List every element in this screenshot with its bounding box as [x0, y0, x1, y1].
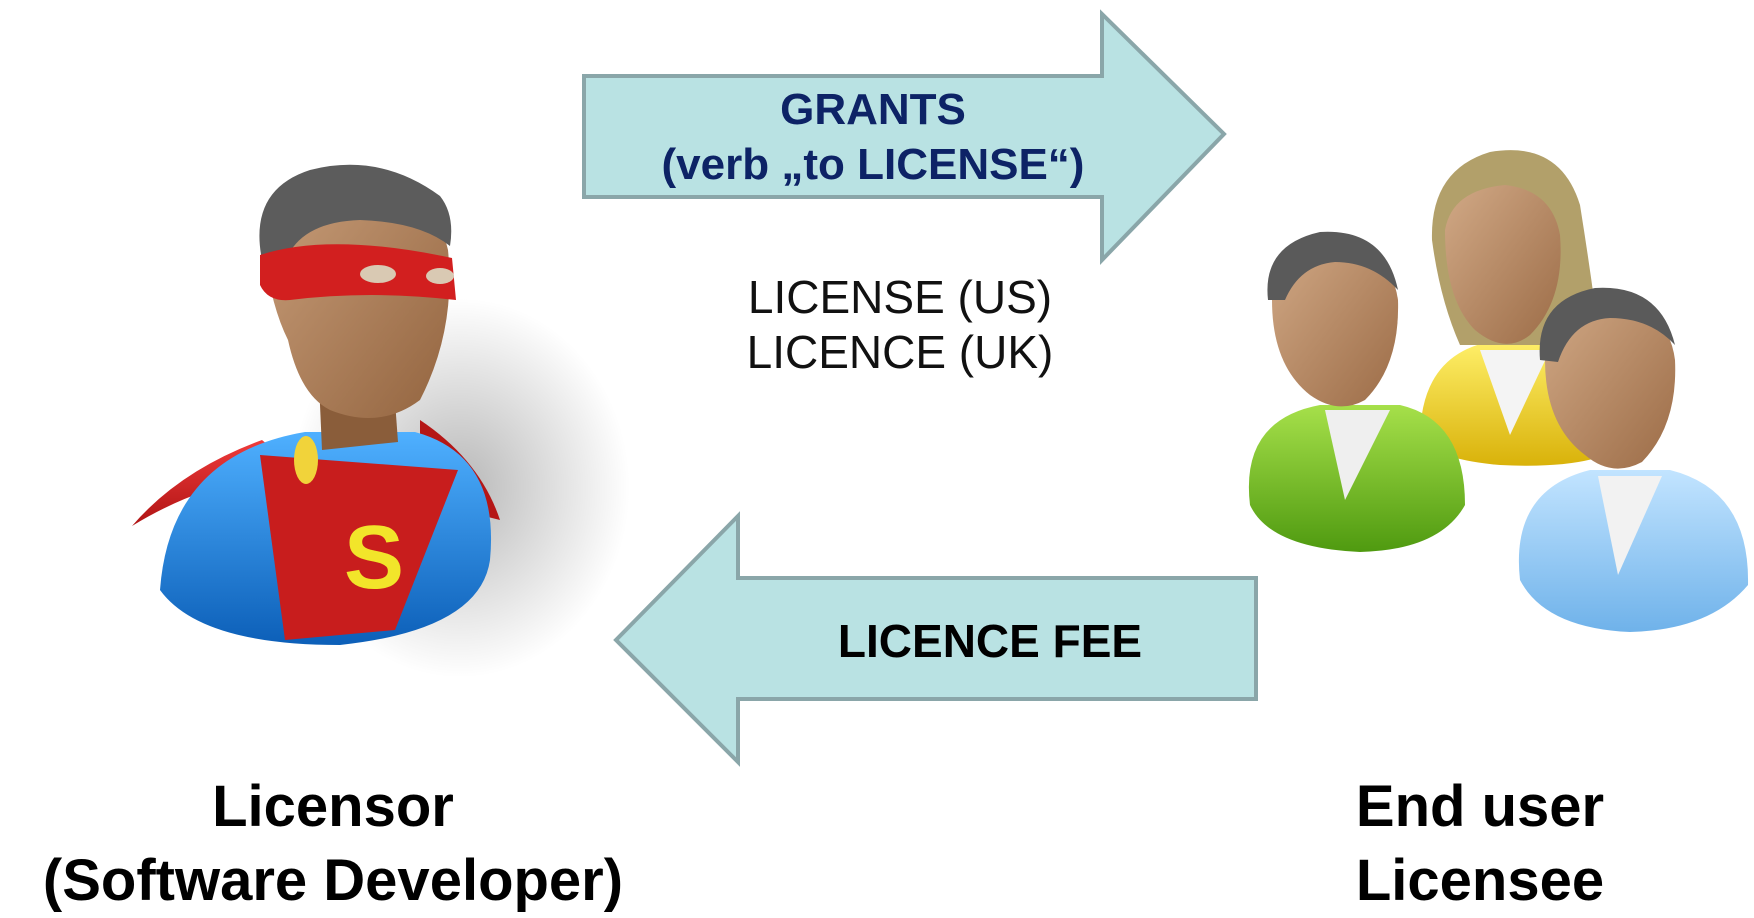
- end-user-label: End user Licensee: [1300, 770, 1660, 918]
- licensor-label: Licensor (Software Developer): [0, 770, 666, 918]
- end-user-subtitle: Licensee: [1355, 848, 1605, 914]
- grants-subtitle: (verb „to LICENSE“): [661, 140, 1085, 189]
- grants-arrow-label: GRANTS (verb „to LICENSE“): [584, 82, 1162, 192]
- spelling-uk: LICENCE (UK): [746, 326, 1054, 379]
- licensor-title: Licensor: [212, 774, 454, 839]
- licensor-chest-letter: S: [344, 508, 404, 608]
- grants-title: GRANTS: [780, 85, 966, 134]
- fee-arrow-label: LICENCE FEE: [837, 615, 1143, 667]
- end-user-title: End user: [1355, 774, 1605, 839]
- licensor-subtitle: (Software Developer): [42, 848, 624, 914]
- spelling-us: LICENSE (US): [747, 271, 1053, 323]
- spelling-notes: LICENSE (US) LICENCE (UK): [700, 270, 1100, 380]
